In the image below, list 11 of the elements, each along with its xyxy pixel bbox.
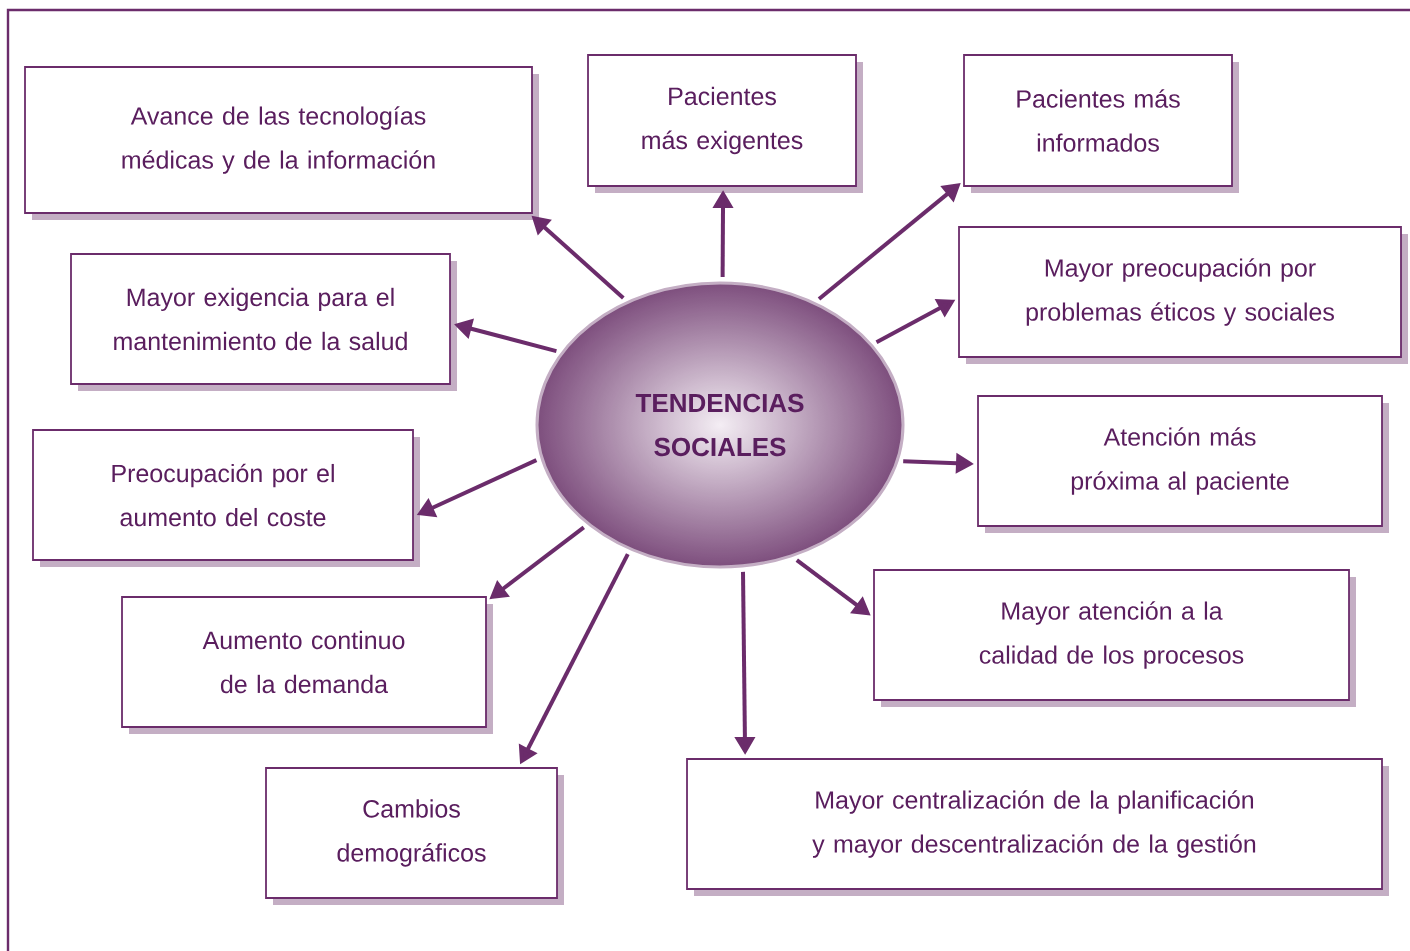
text-box: Mayor centralización de la planificación y mayor descentralización de la gestión bbox=[686, 758, 1389, 896]
text-box: Mayor preocupación por problemas éticos y sociales bbox=[958, 226, 1408, 364]
text-box: Mayor atención a la calidad de los procesos bbox=[873, 569, 1356, 707]
text-box: Avance de las tecnologías médicas y de la información bbox=[24, 66, 539, 220]
text-box: Atención más próxima al paciente bbox=[977, 395, 1389, 533]
text-box: Aumento continuo de la demanda bbox=[121, 596, 493, 734]
text-box: Mayor exigencia para el mantenimiento de la salud bbox=[70, 253, 457, 391]
text-box: Pacientes más exigentes bbox=[587, 54, 863, 193]
text-box: Pacientes más informados bbox=[963, 54, 1239, 193]
text-box: Preocupación por el aumento del coste bbox=[32, 429, 420, 567]
text-box: Cambios demográficos bbox=[265, 767, 564, 905]
